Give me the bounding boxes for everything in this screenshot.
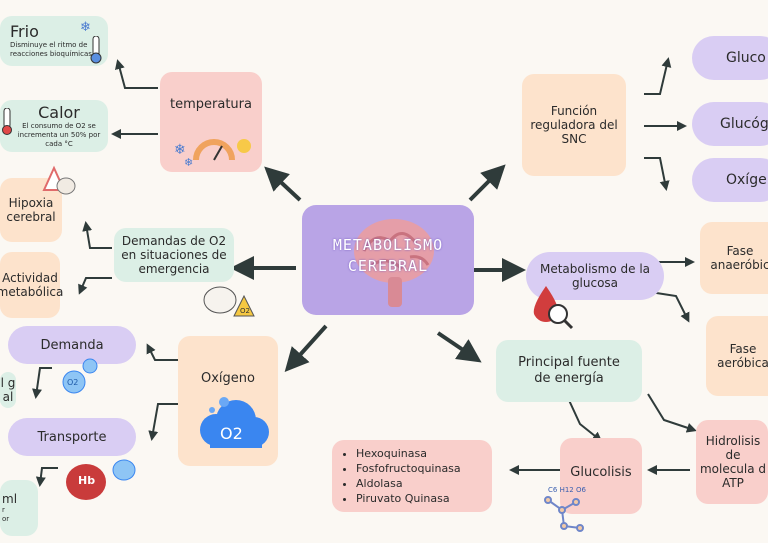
metab-glucosa-line1: Metabolismo de la: [539, 262, 651, 276]
demanda-label: Demanda: [40, 337, 104, 353]
thermometer-gauge-icon: ❄ ❄: [174, 139, 251, 168]
hot-thermometer-icon: [2, 108, 12, 135]
enzyme-item: Aldolasa: [356, 476, 461, 491]
oxygen-cloud-text: O2: [220, 424, 243, 443]
node-enzimas: Hexoquinasa Fosfofructoquinasa Aldolasa …: [332, 440, 492, 512]
pill-right-2: Glucóg: [692, 102, 768, 146]
principal-line2: de energía: [534, 371, 604, 386]
funcion-line2: reguladora del: [530, 118, 618, 132]
pill-right-3: Oxíge: [692, 158, 768, 202]
hidrolisis-line2: molecula d: [699, 462, 767, 476]
transporte-label: Transporte: [37, 429, 107, 445]
node-cut-left-b: ml r or: [0, 480, 38, 536]
pill-demanda: Demanda: [8, 326, 136, 364]
metab-glucosa-line2: glucosa: [571, 276, 619, 290]
node-frio: Frio Disminuye el ritmo de reacciones bi…: [0, 16, 108, 66]
temperatura-label: temperatura: [170, 97, 252, 112]
center-node-metabolismo-cerebral: METABOLISMO CEREBRAL: [302, 205, 474, 315]
hidrolisis-line3: ATP: [722, 476, 744, 490]
hidrolisis-line1: Hidrolisis de: [705, 434, 761, 462]
oxigeno-label: Oxígeno: [201, 371, 255, 386]
node-principal-fuente: Principal fuente de energía: [496, 340, 642, 402]
hemoglobin-text: Hb: [78, 474, 96, 487]
fase-aerobica-line1: Fase: [729, 342, 757, 356]
enzyme-item: Piruvato Quinasa: [356, 491, 461, 506]
svg-text:❄: ❄: [174, 142, 186, 158]
node-calor: Calor El consumo de O2 se incrementa un …: [0, 100, 108, 152]
svg-text:O2: O2: [67, 378, 78, 387]
principal-line1: Principal fuente: [518, 355, 620, 370]
hipoxia-line2: cerebral: [6, 210, 56, 224]
cut-left-a-line1: l g: [0, 376, 16, 390]
o2-bubbles-icon: O2: [62, 358, 98, 394]
brain-warning-icon: O2: [203, 286, 255, 317]
hipoxia-line1: Hipoxia: [8, 196, 54, 210]
calor-title: Calor: [38, 102, 80, 122]
hemoglobin-icon: [66, 459, 136, 500]
fase-anaerobica-line2: anaeróbic: [710, 258, 768, 272]
node-cut-left-a: l g al: [0, 372, 16, 408]
enzyme-list: Hexoquinasa Fosfofructoquinasa Aldolasa …: [342, 446, 461, 506]
center-title-line2: CEREBRAL: [347, 257, 429, 275]
node-demandas-o2: Demandas de O2 en situaciones de emergen…: [114, 228, 234, 282]
node-fase-aerobica: Fase aeróbica: [706, 316, 768, 396]
cut-left-b-line2: r: [2, 506, 5, 514]
right-pill-3-label: Oxíge: [726, 172, 767, 188]
actividad-line1: Actividad: [2, 271, 58, 285]
enzyme-item: Hexoquinasa: [356, 446, 461, 461]
enzyme-item: Fosfofructoquinasa: [356, 461, 461, 476]
calor-desc-line3: cada °C: [45, 139, 73, 148]
oxygen-cloud-icon: [200, 397, 269, 448]
node-fase-anaerobica: Fase anaeróbic: [700, 222, 768, 294]
node-funcion-reguladora: Función reguladora del SNC: [522, 74, 626, 176]
cut-left-b-line3: or: [2, 515, 10, 523]
glucose-formula: C6 H12 O6: [548, 486, 586, 494]
molecule-icon: [544, 496, 584, 532]
fase-aerobica-line2: aeróbica: [717, 356, 768, 370]
svg-text:❄: ❄: [184, 156, 193, 168]
calor-desc-line1: El consumo de O2 se: [22, 121, 96, 130]
funcion-line1: Función: [550, 104, 598, 118]
brain-icon: [354, 219, 434, 307]
demandas-line1: Demandas de O2: [121, 234, 227, 248]
node-temperatura: temperatura ❄ ❄: [160, 72, 262, 172]
fase-anaerobica-line1: Fase: [726, 244, 754, 258]
right-pill-1-label: Gluco: [726, 50, 766, 66]
glucolisis-label: Glucolisis: [570, 465, 632, 480]
frio-title: Frio: [10, 22, 39, 41]
svg-text:O2: O2: [240, 307, 250, 315]
cut-left-b-line1: ml: [2, 492, 18, 506]
demandas-line2: en situaciones de: [121, 248, 227, 262]
funcion-line3: SNC: [561, 132, 587, 146]
frio-desc-line2: reacciones bioquímicas.: [10, 50, 95, 58]
pill-right-1: Gluco: [692, 36, 768, 80]
center-title-line1: METABOLISMO: [332, 236, 444, 254]
demandas-line3: emergencia: [138, 262, 210, 276]
blood-drop-icon: [533, 286, 574, 330]
calor-desc-line2: incrementa un 50% por: [17, 130, 101, 139]
right-pill-2-label: Glucóg: [720, 116, 768, 132]
pill-transporte: Transporte: [8, 418, 136, 456]
node-hidrolisis-atp: Hidrolisis de molecula d ATP: [696, 420, 768, 504]
actividad-line2: metabólica: [0, 285, 64, 299]
cut-left-a-line2: al: [2, 390, 14, 404]
warning-brain-icon: [42, 165, 76, 195]
cold-thermometer-icon: [90, 36, 102, 64]
frio-desc-line1: Disminuye el ritmo de: [10, 41, 88, 49]
node-actividad-metabolica: Actividad metabólica: [0, 252, 64, 318]
snowflake-icon: ❄: [80, 20, 91, 35]
